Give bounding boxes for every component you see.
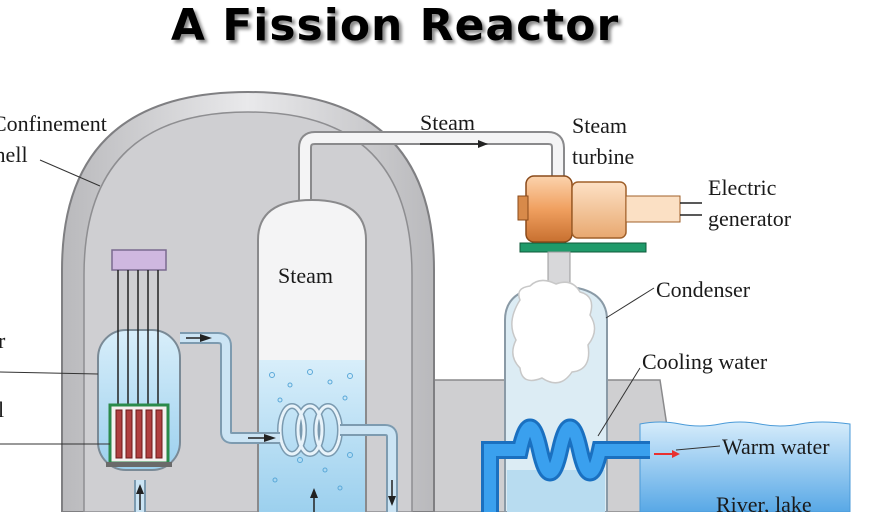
control-rod-drive	[111, 249, 167, 271]
river-lake	[639, 421, 851, 512]
label-electric-generator-2: generator	[708, 206, 792, 231]
label-condenser: Condenser	[656, 277, 751, 302]
bubbles	[269, 369, 353, 491]
label-left-cut-1: r	[0, 328, 6, 353]
label-electric-generator-1: Electric	[708, 175, 777, 200]
control-rods	[117, 270, 159, 410]
page-title: A Fission Reactor	[170, 0, 620, 51]
fuel-rods	[115, 409, 163, 459]
steam-turbine	[525, 175, 573, 243]
label-steam-turbine-2: turbine	[572, 144, 634, 169]
exhaust-steam-cloud	[511, 279, 596, 384]
label-confinement-shell-2: shell	[0, 142, 28, 167]
electric-generator	[571, 181, 627, 239]
turbine-base	[519, 242, 647, 253]
label-left-cut-2: l	[0, 397, 4, 422]
label-confinement-shell-1: Confinement	[0, 111, 107, 136]
label-river-lake: River, lake	[716, 492, 812, 512]
label-warm-water: Warm water	[722, 434, 830, 459]
label-steam-turbine-1: Steam	[572, 113, 627, 138]
label-steam-generator: Steam	[278, 263, 333, 288]
label-cooling-water: Cooling water	[642, 349, 768, 374]
label-steam-pipe: Steam	[420, 110, 475, 135]
